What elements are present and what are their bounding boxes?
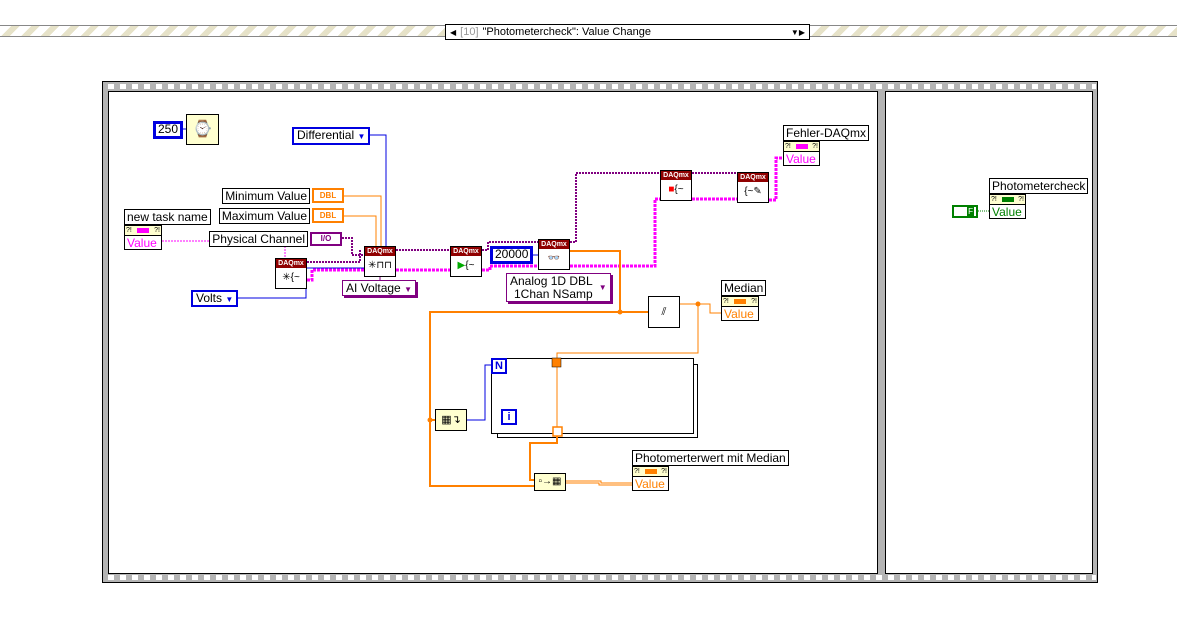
sequence-frame-1 [108,91,878,574]
wait-function-watch-icon: ⌚ [186,114,219,145]
channel-type-value: AI Voltage [346,281,401,295]
error-indicator[interactable]: ?!?!Value [783,141,820,166]
physical-channel-constant[interactable]: I/O [310,232,342,246]
case-label: "Photometercheck": Value Change [482,26,651,38]
min-value-constant[interactable]: DBL [312,188,344,203]
result-label: Photomerterwert mit Median [632,450,789,466]
daqmx-clear-task: DAQmx{~✎ [737,172,769,203]
wire-tunnel-out [529,436,558,481]
read-mode-line2: 1Chan NSamp [514,286,593,301]
read-mode-selector[interactable]: Analog 1D DBL 1Chan NSamp ▼ [506,273,611,302]
decrement-arrow-icon[interactable]: ◀ [450,27,457,37]
false-constant-value: F [967,207,974,216]
read-mode-line1: Analog 1D DBL [510,273,593,288]
dropdown-arrow-icon: ▼ [357,132,366,141]
wire-error-1 [307,268,364,282]
build-array-icon: ▫→▦ [534,473,566,491]
median-hi-low-icon: ⫽ [648,296,680,328]
dropdown-arrow-icon: ▼ [225,295,234,304]
daqmx-create-task: DAQmx✳{~ [275,258,307,289]
result-value: Value [635,477,665,491]
wire-task-3 [482,241,538,251]
error-value: Value [786,152,816,166]
loop-count-terminal: N [491,358,507,374]
median-label: Median [721,280,767,296]
for-loop [491,358,694,434]
dropdown-arrow-icon: ▼ [404,285,412,294]
wire-min [344,195,382,246]
wire-error-out [769,156,783,202]
event-structure-border-right [810,25,1177,37]
physical-channel-label: Physical Channel [209,231,308,247]
daqmx-start-task: DAQmx▶{~ [450,246,482,277]
array-size-icon: ▦↴ [435,409,467,431]
max-value-constant[interactable]: DBL [312,208,344,223]
daqmx-stop-task: DAQmx■{~ [660,170,692,201]
wire-task-4 [570,172,660,243]
film-holes-bottom [104,575,1096,580]
sequence-frame-2 [885,91,1093,574]
daqmx-create-channel: DAQmx✳⊓⊓ [364,246,396,277]
wire-io [342,237,364,256]
min-value-label: Minimum Value [222,188,310,204]
wire-error-3 [482,264,538,272]
median-value: Value [724,307,754,321]
false-constant[interactable]: F [952,205,978,218]
task-name-label: new task name [124,209,211,225]
wait-ms-constant[interactable]: 250 [153,121,184,139]
task-name-value: Value [127,236,157,250]
wire-task [307,250,361,263]
wire-size-to-n [467,364,491,421]
max-value-label: Maximum Value [218,208,310,224]
daqmx-read: DAQmx👓 [538,239,570,270]
wire-median [556,303,699,432]
units-value: Volts [196,291,223,305]
task-name-control[interactable]: ?!?!Value [124,225,162,250]
wire-max [344,215,377,246]
wire-differential [368,134,387,246]
wire-array-inner [566,481,632,485]
terminal-config-ring[interactable]: Differential ▼ [292,127,371,145]
wire-error-4 [570,197,660,268]
event-structure-border-left [0,25,445,37]
units-ring[interactable]: Volts ▼ [191,290,239,307]
dropdown-arrow-icon: ▼ [598,283,607,292]
photometercheck-value: Value [992,205,1022,219]
event-case-selector[interactable]: ◀ [10] "Photometercheck": Value Change ▼… [445,24,810,40]
loop-index-terminal: i [501,409,517,425]
result-indicator[interactable]: ?!?!Value [632,466,669,491]
case-index: [10] [460,26,479,38]
dropdown-arrow-icon[interactable]: ▼▶ [790,27,805,37]
channel-type-selector[interactable]: AI Voltage ▼ [342,280,416,296]
error-label: Fehler-DAQmx [783,125,870,141]
median-indicator[interactable]: ?!?!Value [721,296,759,321]
samples-constant[interactable]: 20000 [490,246,534,264]
photometercheck-label: Photometercheck [989,178,1089,194]
photometercheck-indicator[interactable]: ?!?!Value [989,194,1026,219]
wire-data [429,250,621,487]
wire-median-ind [698,303,721,314]
film-holes-top [104,84,1096,89]
terminal-config-value: Differential [297,128,355,142]
